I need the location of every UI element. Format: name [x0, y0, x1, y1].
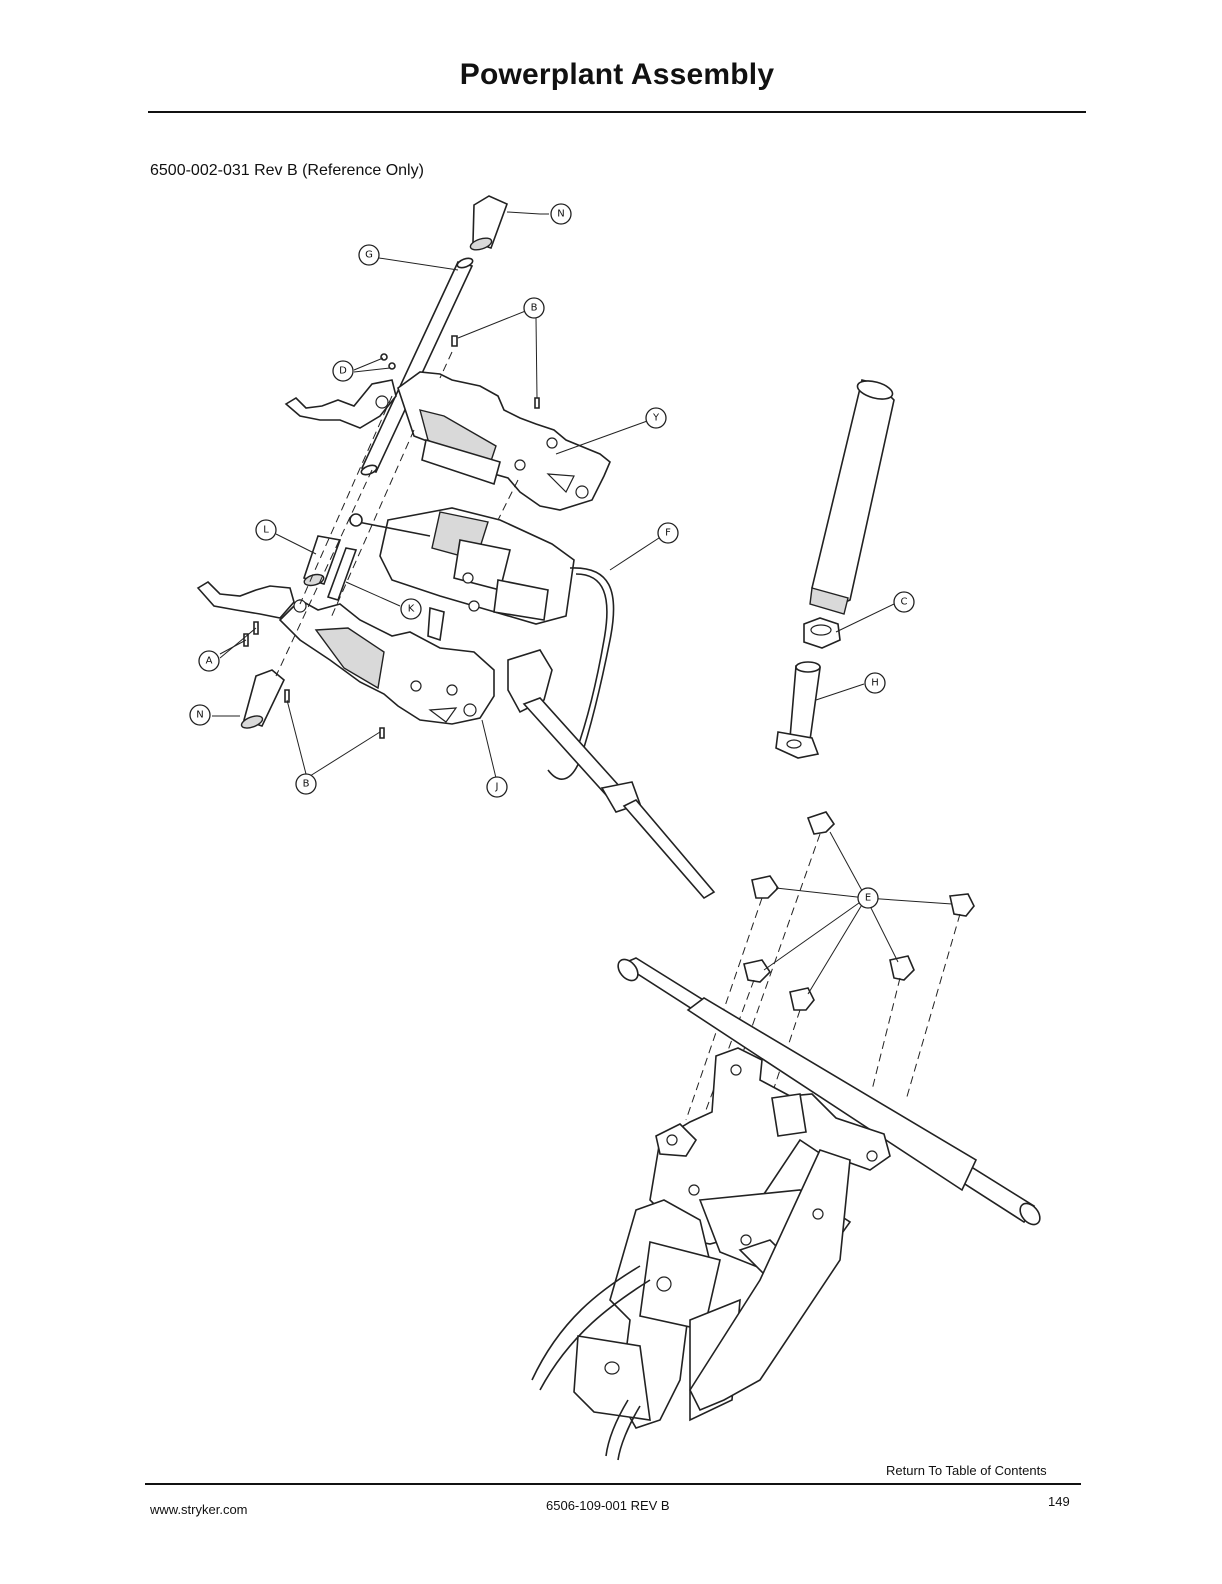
cylinder-l	[276, 534, 400, 606]
svg-text:N: N	[557, 209, 564, 220]
callout-k: K	[401, 599, 421, 619]
svg-text:Y: Y	[652, 413, 660, 424]
footer-doc-number: 6506-109-001 REV B	[546, 1498, 670, 1513]
svg-text:F: F	[665, 528, 671, 539]
callout-h: H	[865, 673, 885, 693]
svg-text:B: B	[531, 303, 538, 314]
svg-text:K: K	[408, 604, 415, 615]
actuator-rod	[508, 650, 714, 898]
callout-b-1: B	[524, 298, 544, 318]
callout-c: C	[894, 592, 914, 612]
footer-divider	[145, 1483, 1081, 1485]
callout-n-2: N	[190, 705, 210, 725]
svg-text:H: H	[871, 678, 879, 689]
svg-text:D: D	[339, 366, 347, 377]
svg-text:J: J	[495, 782, 499, 793]
callout-l: L	[256, 520, 276, 540]
callout-y: Y	[646, 408, 666, 428]
frame-assembly	[532, 1048, 890, 1460]
footer-url: www.stryker.com	[150, 1502, 248, 1517]
return-to-toc-link[interactable]: Return To Table of Contents	[886, 1463, 1047, 1478]
svg-text:C: C	[901, 597, 908, 608]
callout-n-1: N	[551, 204, 571, 224]
callout-d: D	[333, 361, 353, 381]
upper-exploded-view	[198, 196, 714, 898]
tube-n-bottom	[212, 670, 284, 730]
svg-text:L: L	[263, 525, 269, 536]
callout-e: E	[858, 888, 878, 908]
page-number: 149	[1048, 1494, 1070, 1509]
svg-text:A: A	[206, 656, 213, 667]
callout-j: J	[487, 777, 507, 797]
gas-spring-assembly	[776, 378, 894, 758]
callout-a: A	[199, 651, 219, 671]
callout-f: F	[658, 523, 678, 543]
lower-plate-j	[198, 582, 496, 778]
svg-text:N: N	[196, 710, 203, 721]
lower-assembled-view	[532, 812, 1044, 1460]
svg-text:E: E	[865, 893, 871, 904]
callout-b-2: B	[296, 774, 316, 794]
svg-text:B: B	[303, 779, 310, 790]
tube-n-top	[469, 196, 540, 252]
svg-text:G: G	[365, 250, 373, 261]
callout-g: G	[359, 245, 379, 265]
screws-e	[744, 812, 974, 1010]
upper-plate-y	[398, 372, 650, 510]
